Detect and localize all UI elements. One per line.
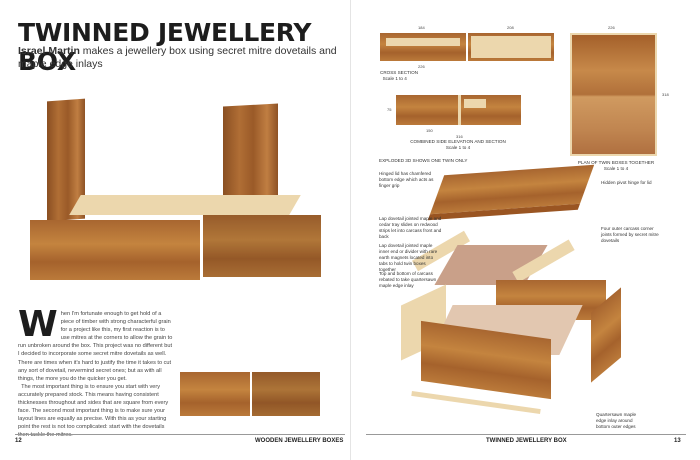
left-page: TWINNED JEWELLERY BOX Israel Martin make… xyxy=(15,18,345,444)
exploded-view-drawing xyxy=(401,164,641,425)
callout-secret-mitre: Four outer carcass corner joints formed … xyxy=(601,226,659,243)
standfirst: Israel Martin makes a jewellery box usin… xyxy=(18,45,338,71)
page-number: 13 xyxy=(674,438,681,444)
photo-closed-boxes xyxy=(180,368,322,418)
running-head: TWINNED JEWELLERY BOX xyxy=(486,438,567,444)
dim: 318 xyxy=(662,92,669,97)
tray-right xyxy=(179,195,301,215)
scale-text: Scale 1 to 4 xyxy=(445,145,471,150)
callout-pivot-hinge: Hidden pivot hinge for lid xyxy=(601,180,652,185)
caption-text: COMBINED SIDE ELEVATION AND SECTION xyxy=(410,139,506,144)
running-head: WOODEN JEWELLERY BOXES xyxy=(255,438,344,444)
box-right xyxy=(203,215,321,277)
closed-box-left xyxy=(180,372,250,416)
body-paragraph-1: hen I'm fortunate enough to get hold of … xyxy=(18,311,173,382)
dim: 226 xyxy=(418,64,425,69)
drop-cap: W xyxy=(18,304,58,345)
standfirst-text: makes a jewellery box using secret mitre… xyxy=(18,45,337,70)
callout-hinged-lid: Hinged lid has chamfered bottom edge whi… xyxy=(379,171,434,188)
dim: 226 xyxy=(608,25,615,30)
callout-rebate: Top and bottom of carcass rebated to tak… xyxy=(379,271,437,288)
footer-rule xyxy=(15,434,345,435)
callout-edge-inlay: Quartersawn maple edge inlay around bott… xyxy=(596,412,637,429)
author-name: Israel Martin xyxy=(18,45,80,57)
box-left xyxy=(30,220,200,280)
caption-text: CROSS SECTION xyxy=(380,70,419,75)
callout-tray: Lap dovetail jointed maple and cedar tra… xyxy=(379,216,442,239)
dim: 184 xyxy=(418,25,425,30)
combined-elevation-drawing xyxy=(396,95,521,125)
callout-divider: Lap dovetail jointed maple inner end or … xyxy=(379,243,438,272)
plan-drawing xyxy=(570,33,657,156)
scale-text: Scale 1 to 4 xyxy=(382,76,407,81)
dim: 208 xyxy=(507,25,514,30)
scale-text: Scale 1 to 4 xyxy=(603,166,629,171)
cross-section-drawing-1 xyxy=(380,33,466,61)
dim: 75 xyxy=(387,107,392,112)
main-photo-open-boxes xyxy=(25,95,325,290)
page-number: 12 xyxy=(15,438,22,444)
footer-rule xyxy=(366,434,686,435)
lid xyxy=(427,164,595,221)
article-title: TWINNED JEWELLERY BOX xyxy=(18,18,312,76)
dim: 150 xyxy=(426,128,433,133)
body-text: W hen I'm fortunate enough to get hold o… xyxy=(18,304,173,440)
dim: 316 xyxy=(456,134,463,139)
cross-section-caption: CROSS SECTION Scale 1 to 4 xyxy=(380,70,418,82)
body-paragraph-2: The most important thing is to ensure yo… xyxy=(18,383,169,439)
cross-section-drawing-2 xyxy=(468,33,554,61)
caption-text: PLAN OF TWIN BOXES TOGETHER xyxy=(577,160,655,165)
right-page: 184 226 208 CROSS SECTION Scale 1 to 4 7… xyxy=(350,0,700,460)
exploded-caption: EXPLODED 3D SHOWS ONE TWIN ONLY xyxy=(379,158,468,163)
closed-box-right xyxy=(252,372,320,416)
